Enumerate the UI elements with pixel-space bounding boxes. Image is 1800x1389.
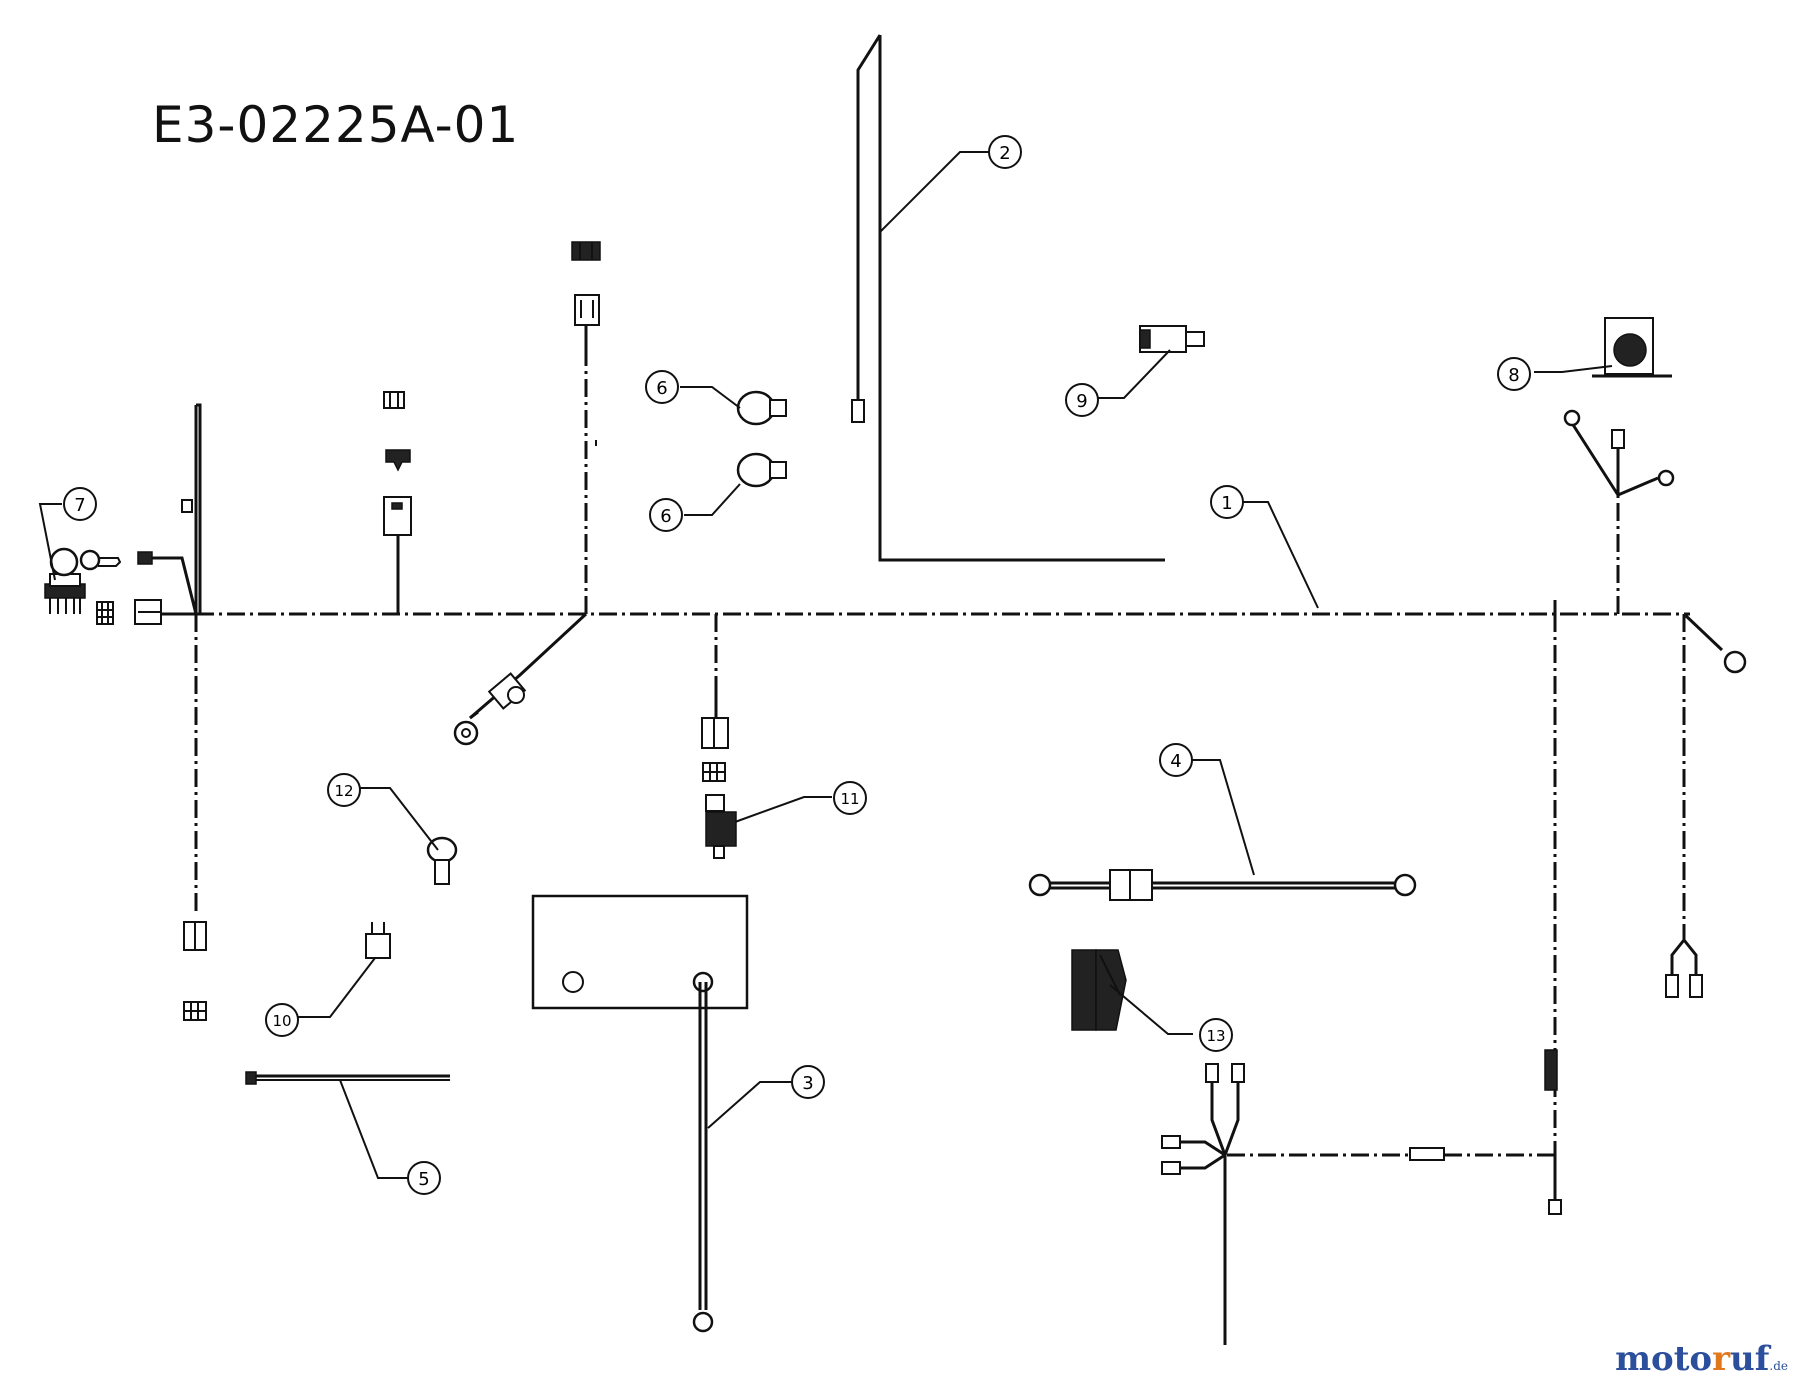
callout-4: 4: [1159, 743, 1193, 777]
ring-terminal-right: [1723, 650, 1747, 674]
callout-5: 5: [407, 1161, 441, 1195]
svg-text:2: 2: [999, 143, 1010, 164]
callout-11: 11: [833, 781, 867, 815]
svg-text:9: 9: [1076, 391, 1087, 412]
lamp-holder: [426, 836, 458, 885]
plug-small: [365, 922, 391, 959]
connector-box: [383, 496, 412, 536]
callout-3: 3: [791, 1065, 825, 1099]
plug-top: [571, 241, 601, 261]
bulb-upper: [736, 390, 787, 426]
lead-wire: [878, 35, 1165, 562]
plunger-switch: [1139, 325, 1205, 353]
bulb-lower: [736, 452, 787, 488]
svg-text:10: 10: [272, 1012, 291, 1030]
callout-9: 9: [1065, 383, 1099, 417]
svg-text:4: 4: [1170, 751, 1181, 772]
callout-6-upper: 6: [645, 370, 679, 404]
callout-13: 13: [1199, 1018, 1233, 1052]
svg-text:13: 13: [1206, 1027, 1225, 1045]
callout-12: 12: [327, 773, 361, 807]
callout-6-lower: 6: [649, 498, 683, 532]
relay: [705, 794, 737, 859]
svg-text:11: 11: [840, 790, 859, 808]
svg-text:5: 5: [418, 1169, 429, 1190]
cover-boot: [1071, 949, 1127, 1031]
battery: [531, 894, 749, 1010]
watermark-logo: motoruf.de: [1615, 1339, 1788, 1379]
seat-switch: [1592, 317, 1672, 378]
connector-small: [137, 551, 153, 565]
svg-text:3: 3: [802, 1073, 813, 1094]
callout-1: 1: [1210, 485, 1244, 519]
connector-grid: [96, 601, 114, 625]
callout-7: 7: [63, 487, 97, 521]
svg-text:6: 6: [660, 506, 671, 527]
svg-text:1: 1: [1221, 493, 1232, 514]
inline-connector: [1409, 1147, 1445, 1161]
svg-text:6: 6: [656, 378, 667, 399]
callout-2: 2: [988, 135, 1022, 169]
callout-10: 10: [265, 1003, 299, 1037]
svg-text:12: 12: [334, 782, 353, 800]
plug-housing: [574, 294, 600, 326]
svg-text:8: 8: [1508, 365, 1519, 386]
fuse: [383, 391, 405, 409]
ignition-switch: [44, 547, 122, 614]
bulb-socket: [385, 449, 411, 472]
drawing-number: E3-02225A-01: [152, 96, 520, 154]
callout-8: 8: [1497, 357, 1531, 391]
svg-text:7: 7: [74, 495, 85, 516]
ground-cable: [698, 982, 708, 1310]
